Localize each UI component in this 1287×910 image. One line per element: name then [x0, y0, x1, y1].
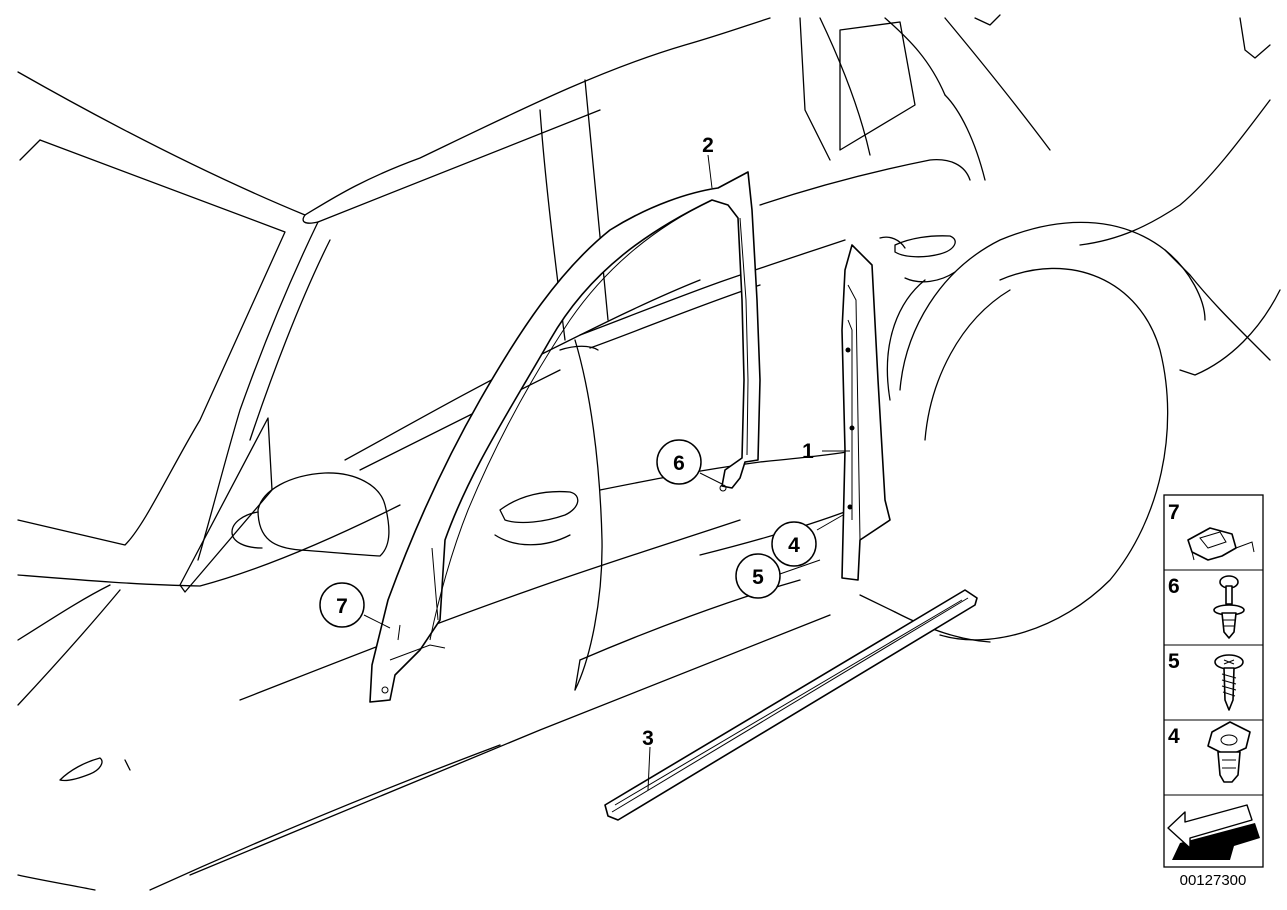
expanding-rivet-icon	[1213, 575, 1245, 639]
legend-row-5: 5	[1168, 650, 1244, 711]
svg-text:5: 5	[1168, 650, 1180, 673]
svg-text:3: 3	[642, 727, 654, 750]
part-2-window-frame-trim	[369, 171, 761, 703]
svg-text:2: 2	[702, 134, 714, 157]
callout-3: 3	[642, 727, 654, 750]
svg-text:7: 7	[336, 595, 348, 618]
svg-text:4: 4	[788, 534, 800, 557]
callout-2: 2	[702, 134, 714, 157]
legend-row-7: 7	[1168, 501, 1255, 561]
svg-text:4: 4	[1168, 725, 1180, 748]
diagram-reference-number: 00127300	[1180, 872, 1247, 889]
svg-text:6: 6	[1168, 575, 1180, 598]
legend-row-6: 6	[1168, 575, 1245, 639]
svg-text:6: 6	[673, 452, 685, 475]
clip-icon	[1187, 527, 1255, 561]
clip-nut-icon	[1207, 721, 1251, 783]
part-1-b-pillar-trim	[841, 244, 891, 581]
svg-text:7: 7	[1168, 501, 1180, 524]
callout-6: 6	[656, 439, 702, 485]
svg-text:5: 5	[752, 566, 764, 589]
legend-row-4: 4	[1168, 721, 1251, 783]
callout-1: 1	[802, 440, 814, 463]
callout-4: 4	[771, 521, 817, 567]
screw-icon	[1214, 654, 1244, 711]
part-3-sill-seal-strip	[604, 589, 978, 821]
small-parts-legend: 7 6 5	[1163, 494, 1264, 868]
svg-text:1: 1	[802, 440, 814, 463]
callout-7: 7	[319, 582, 365, 628]
callout-5: 5	[735, 553, 781, 599]
leader-lines	[363, 154, 850, 791]
direction-arrow-icon	[1167, 804, 1260, 860]
